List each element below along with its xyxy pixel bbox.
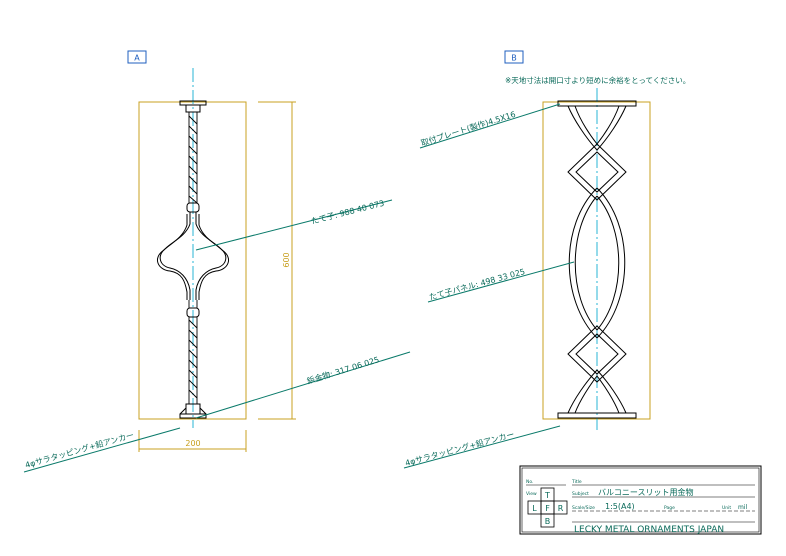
view-a-upper-twisted-bar	[188, 112, 198, 204]
title-block-scale-label: Scale/Size	[572, 505, 595, 511]
callout-panel: たて子パネル: 498 33 025	[428, 267, 526, 302]
view-a-scroll-ornament	[156, 212, 230, 300]
view-a-bottom-plate	[179, 403, 207, 419]
title-block-scale: 1:5(A4)	[605, 502, 635, 511]
note-text: ※天地寸法は開口寸より短めに余裕をとってください。	[505, 75, 690, 85]
view-a-width-value: 200	[185, 439, 200, 448]
view-a-height-dimension	[258, 101, 296, 420]
view-a-label-box	[127, 50, 147, 64]
title-block-subject-label: Subject	[572, 491, 589, 497]
view-b-label: B	[511, 54, 517, 63]
view-cross-b: B	[545, 517, 551, 526]
view-b: B ※天地寸法は開口寸より短めに余裕をとってください。	[403, 50, 690, 469]
title-block-no-label: No.	[526, 479, 533, 485]
view-b-bottom-plate	[557, 412, 637, 419]
title-block-unit: mil	[738, 504, 748, 511]
view-cross-l: L	[532, 504, 537, 513]
view-cross-t: T	[544, 491, 550, 500]
view-a: A	[23, 50, 411, 473]
view-a-upper-collar	[186, 202, 200, 213]
view-b-panel-bars	[567, 105, 627, 414]
view-cross	[527, 487, 568, 528]
callout-tapping-a: 4φサラタッピング+鉛アンカー	[24, 430, 135, 470]
title-block-title-label: Title	[571, 479, 582, 485]
view-a-leaders	[23, 199, 411, 473]
view-cross-r: R	[558, 504, 564, 513]
view-a-lower-twisted-bar	[188, 300, 198, 404]
view-a-top-plate	[179, 100, 207, 113]
title-block-unit-label: Unit	[722, 505, 731, 511]
title-block-frame	[519, 465, 762, 535]
view-b-top-plate	[557, 100, 637, 107]
callout-tatego: たて子: 988 40 073	[310, 199, 385, 226]
callout-jikanamono: 鋲金物: 317 06 025	[306, 354, 381, 386]
view-b-label-box	[504, 50, 524, 64]
title-block-page-label: Page	[664, 505, 675, 511]
title-block-company: LECKY METAL ORNAMENTS JAPAN	[574, 525, 724, 535]
title-block-subject: バルコニースリット用金物	[598, 487, 693, 497]
title-block-view-label: View	[526, 491, 537, 497]
view-a-height-value: 600	[282, 252, 291, 267]
view-a-lower-collar	[186, 307, 200, 318]
view-b-leaders	[403, 103, 575, 469]
title-block: No. Title View T L F R B Subject バルコニースリ…	[519, 465, 762, 535]
view-a-label: A	[134, 54, 140, 63]
view-cross-f: F	[545, 504, 550, 513]
view-a-width-dimension	[138, 430, 247, 452]
callout-plate: 取付プレート(製作)4.5X16	[420, 109, 517, 148]
callout-tapping-b: 4φサラタッピング+鉛アンカー	[404, 429, 515, 468]
